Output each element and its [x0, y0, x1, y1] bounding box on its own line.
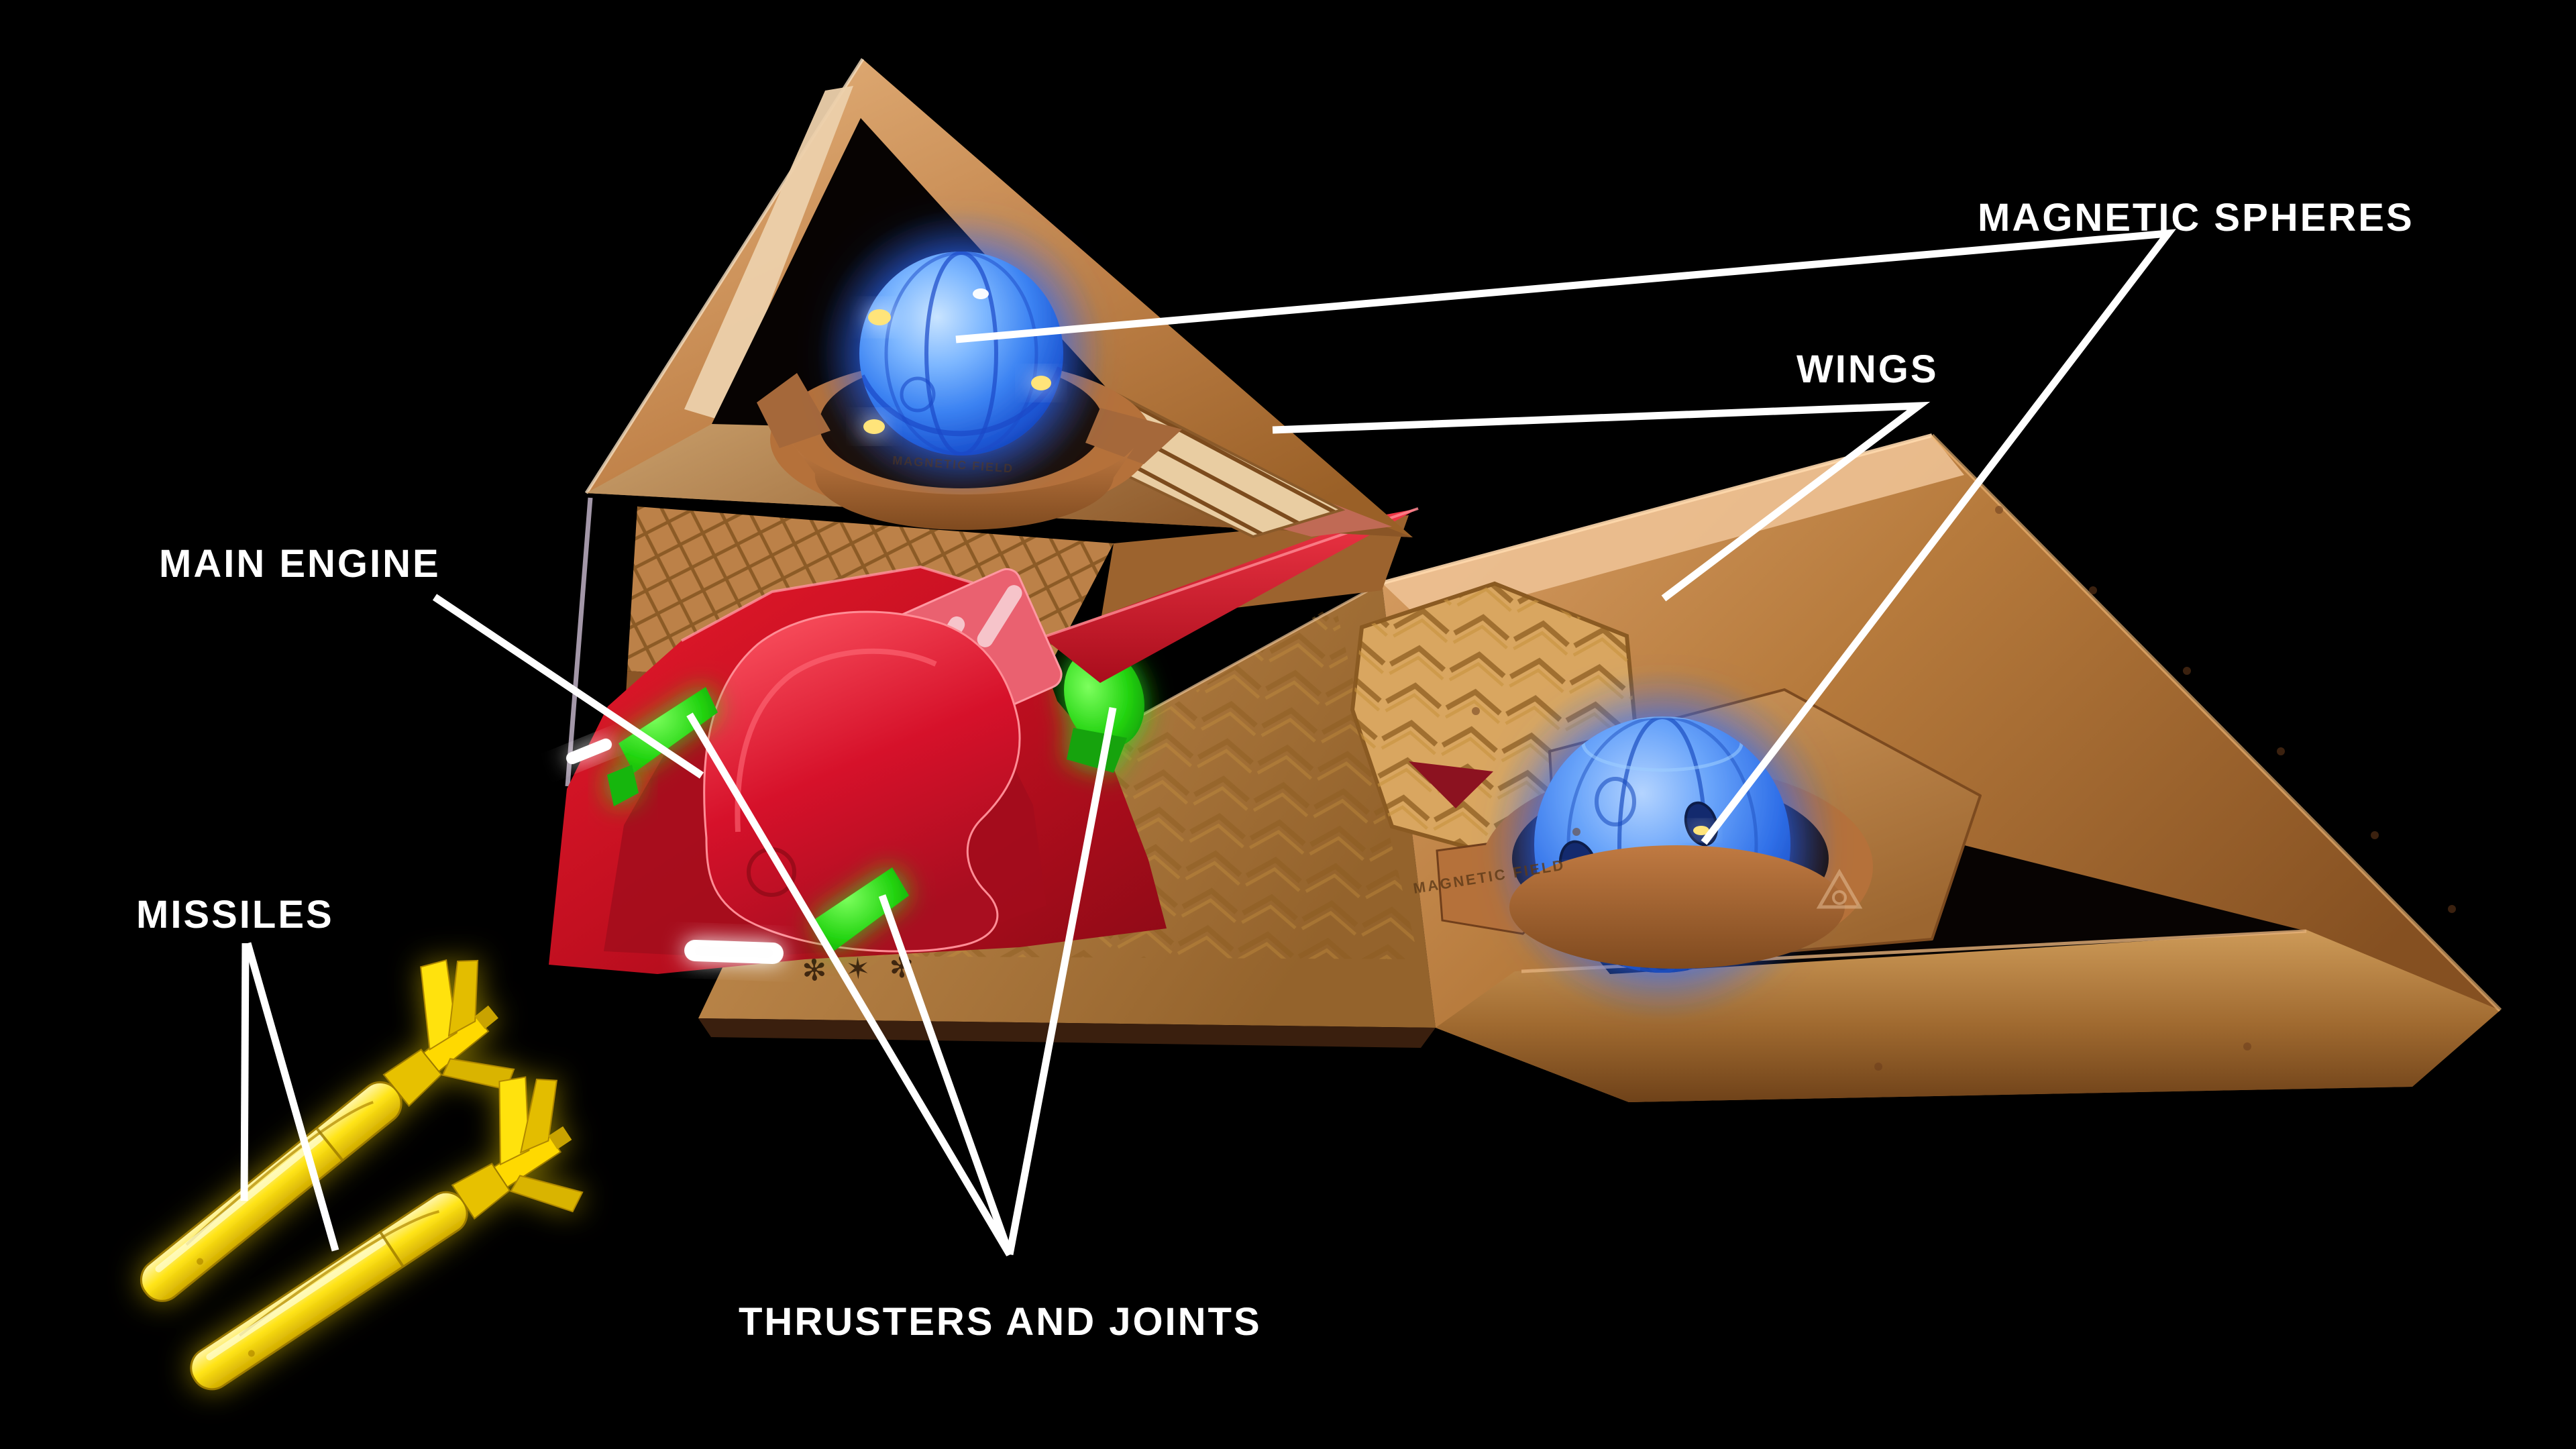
label-main-engine: MAIN ENGINE — [159, 542, 441, 586]
wing-emblem — [1816, 868, 1863, 909]
band-under-edge — [698, 1018, 1436, 1048]
neck-rim-light — [565, 497, 593, 787]
engine-edge-light — [681, 565, 1020, 642]
engine-light-small — [566, 738, 612, 765]
magnetic-sphere-right — [1487, 669, 1845, 1020]
annotation-line-wings — [1272, 401, 1931, 602]
sphere-body — [859, 252, 1063, 455]
annotation-line-magnetic-spheres — [955, 229, 2176, 845]
label-thrusters-and-joints: THRUSTERS AND JOINTS — [739, 1300, 1262, 1344]
annotation-line-missiles — [244, 942, 339, 1252]
annotation-line-thrusters-and-joints — [1006, 706, 1117, 1256]
thruster-pad-upper-tip — [607, 765, 639, 806]
label-magnetic-spheres: MAGNETIC SPHERES — [1978, 196, 2414, 239]
wing-edge-light-2 — [1930, 433, 2502, 1012]
wing-front: MAGNETIC FIELD — [584, 58, 1413, 539]
hump-highlight — [735, 648, 937, 833]
thruster-pad-upper — [619, 687, 718, 773]
engine-spine — [1042, 508, 1418, 683]
missile-1 — [140, 959, 515, 1302]
engine-light-large — [684, 939, 784, 965]
socket-rim-front — [792, 443, 1134, 530]
socket-rim-front — [1509, 845, 1845, 969]
annotation-lines — [240, 229, 2176, 1256]
magnetic-sphere-front — [792, 209, 1134, 530]
missile-2 — [190, 1076, 584, 1391]
wing-edge-light — [1381, 433, 1933, 585]
annotation-line-missiles — [240, 943, 250, 1201]
rivets — [1472, 506, 2456, 1071]
joint-cylinder — [1064, 647, 1144, 773]
thruster-pad-lower — [813, 867, 909, 953]
label-wings: WINGS — [1796, 347, 1939, 391]
sphere-panel-lines — [859, 252, 1063, 455]
annotation-line-main-engine — [432, 594, 704, 779]
socket-flange-right — [1085, 408, 1182, 464]
missiles — [140, 959, 584, 1391]
main-engine-body — [549, 507, 1419, 974]
label-missiles: MISSILES — [136, 893, 334, 936]
socket-flange-left — [757, 373, 830, 448]
red-wedge — [1409, 761, 1493, 808]
wing-front-inner-bar — [684, 86, 853, 421]
sphere-lights — [863, 288, 1051, 434]
